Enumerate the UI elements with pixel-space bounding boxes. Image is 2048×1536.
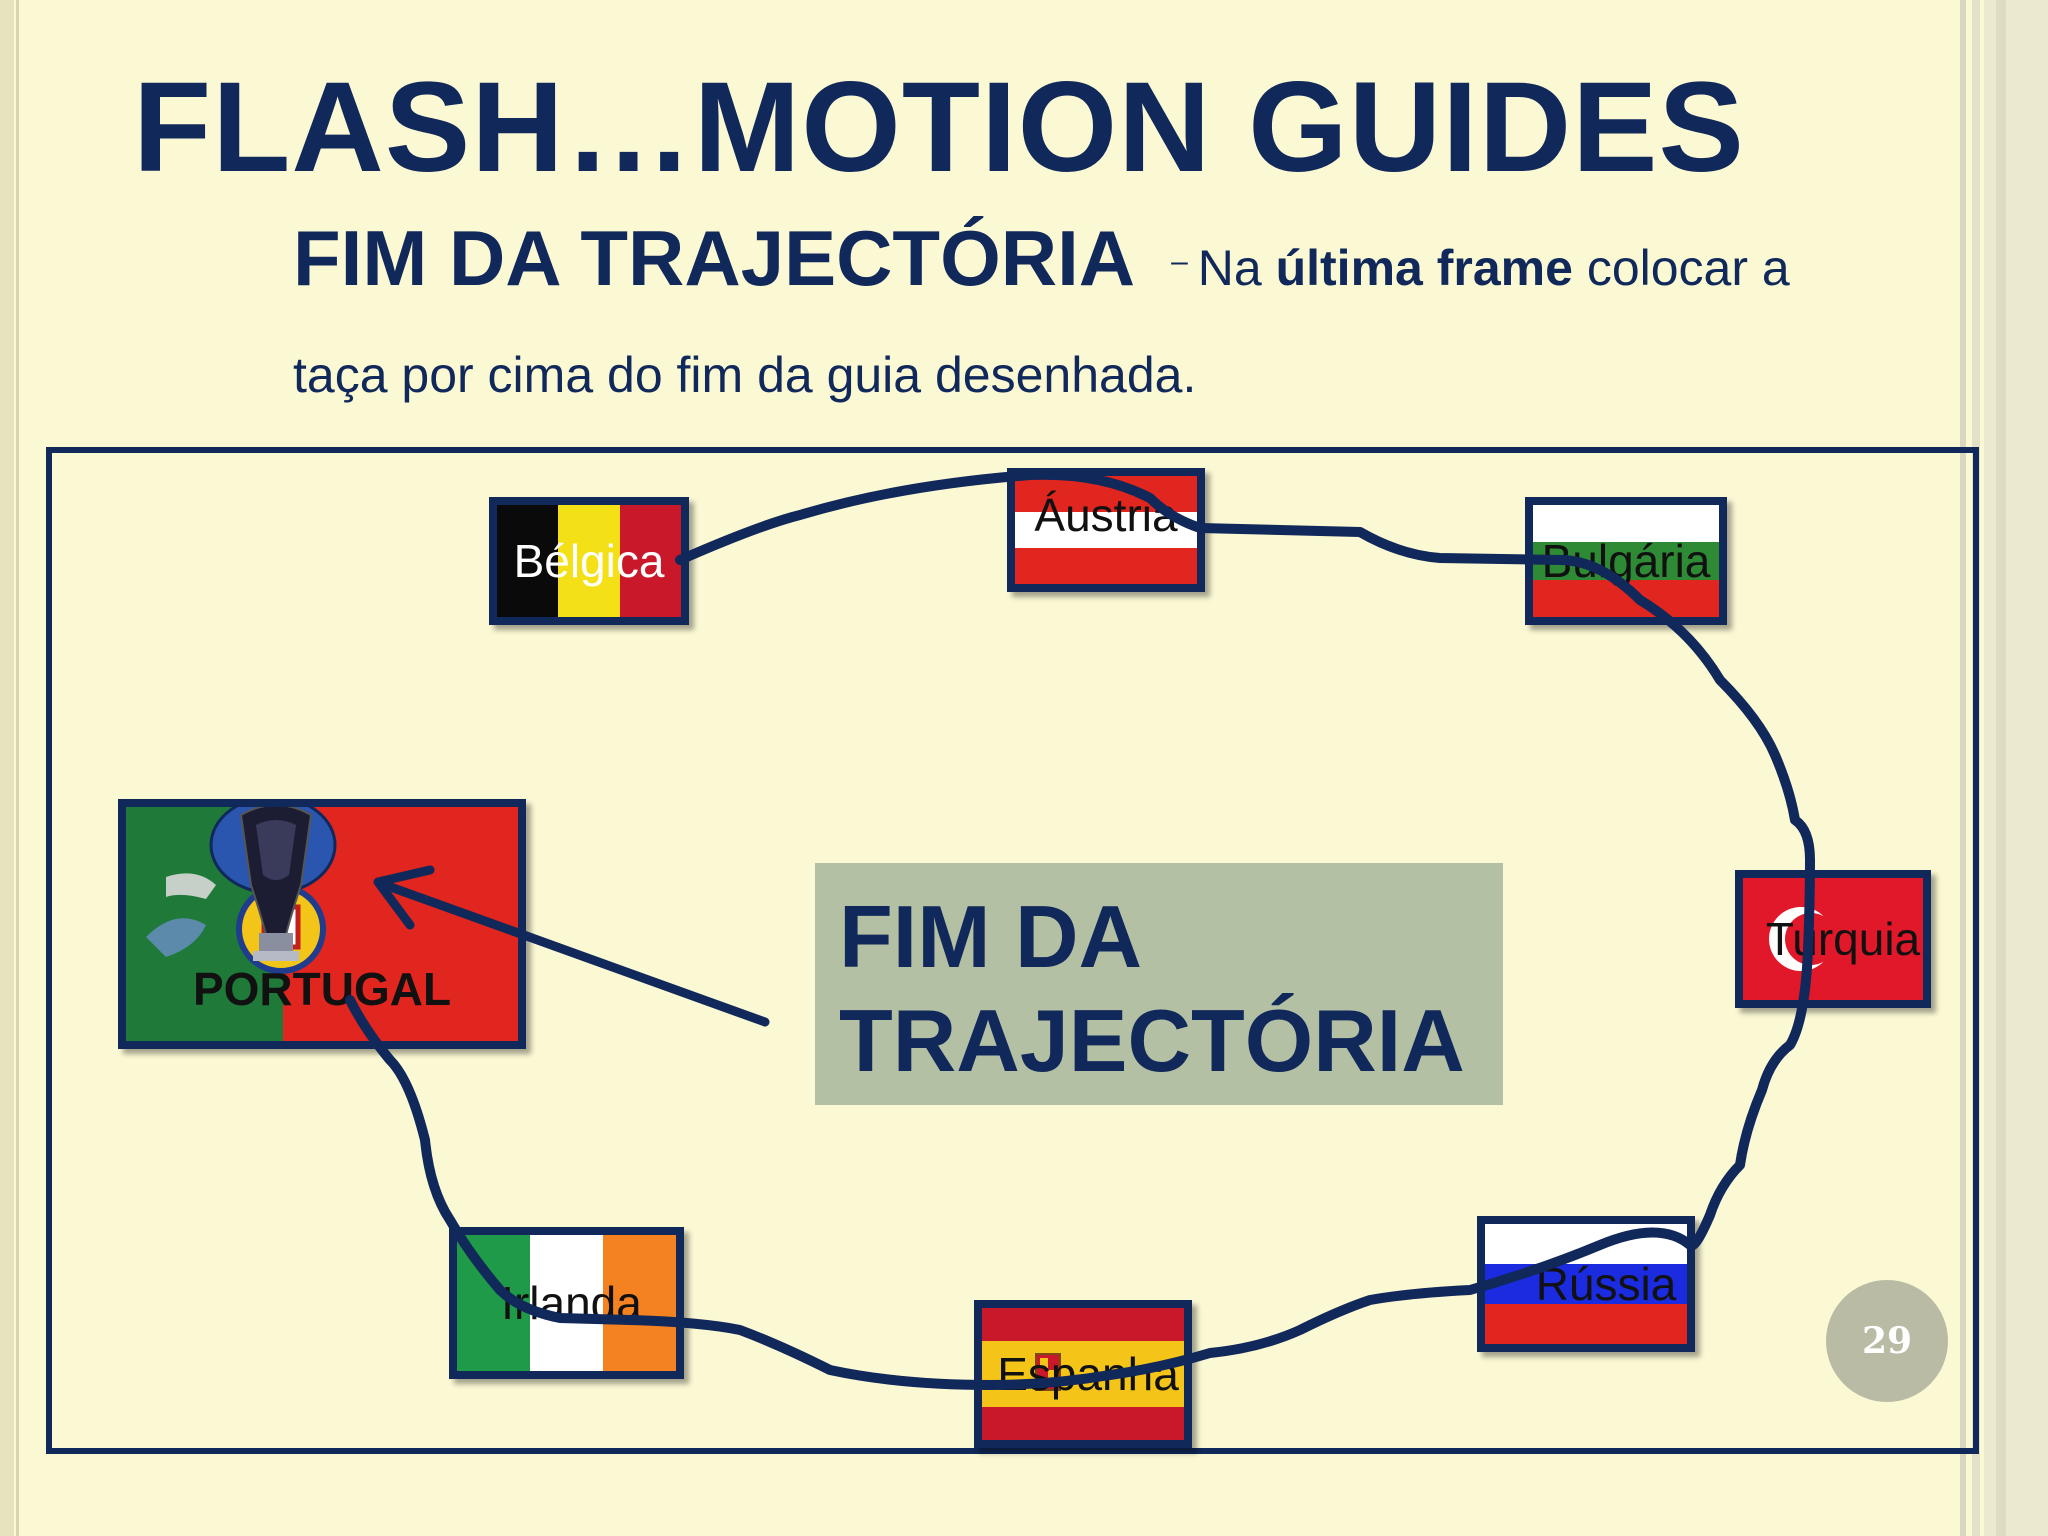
center-label-line-1: FIM DA xyxy=(839,887,1143,986)
subtitle-line-2: taça por cima do fim da guia desenhada. xyxy=(293,347,1197,403)
slide-title: FLASH…MOTION GUIDES xyxy=(133,56,1745,199)
flag-label-turquia: Turquia xyxy=(1765,913,1921,965)
subtitle-text-after: colocar a xyxy=(1572,240,1790,296)
center-label: FIM DA TRAJECTÓRIA xyxy=(839,885,1465,1093)
right-decor-band xyxy=(1984,0,2048,1536)
subtitle-heading: FIM DA TRAJECTÓRIA xyxy=(293,214,1136,302)
left-decor-line xyxy=(16,0,19,1536)
subtitle-text-bold: última frame xyxy=(1275,240,1573,296)
flag-label-russia: Rússia xyxy=(1535,1258,1677,1310)
center-label-box: FIM DA TRAJECTÓRIA xyxy=(815,863,1503,1105)
trophy-icon xyxy=(239,807,313,961)
subtitle-text-before: Na xyxy=(1197,240,1276,296)
guide-line xyxy=(345,469,1815,1390)
arrow-head-icon xyxy=(373,865,435,930)
center-label-line-2: TRAJECTÓRIA xyxy=(839,991,1465,1090)
right-decor-line xyxy=(1960,0,1966,1536)
right-decor-line xyxy=(1996,0,2006,1536)
flag-russia: Rússia xyxy=(1477,1216,1695,1352)
page-number: 29 xyxy=(1826,1280,1948,1402)
flag-label-belgica: Bélgica xyxy=(513,535,665,587)
flag-espanha: Espanha xyxy=(974,1300,1192,1448)
subtitle-dash: – xyxy=(1171,245,1188,278)
arrow-shaft xyxy=(380,880,770,1027)
flag-belgica: Bélgica xyxy=(489,497,689,625)
left-decor-stripe xyxy=(0,0,14,1536)
stage-frame xyxy=(46,447,1979,1454)
flag-portugal: PORTUGAL xyxy=(118,799,526,1049)
flag-label-portugal: PORTUGAL xyxy=(192,963,452,1015)
subtitle-line-1: FIM DA TRAJECTÓRIA –Na última frame coloc… xyxy=(293,210,1790,329)
